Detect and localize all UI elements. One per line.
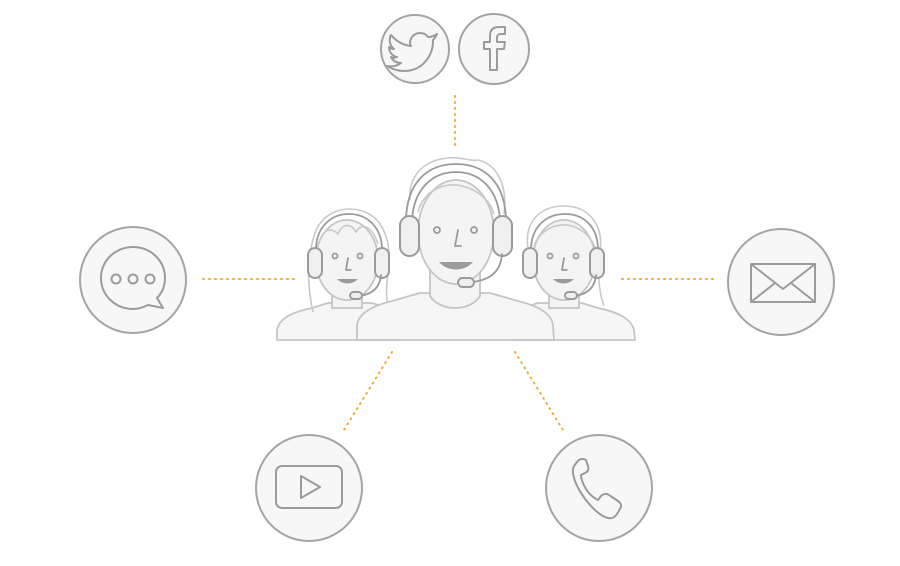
agent-center-mic-arm: [471, 253, 503, 283]
chat-bubble-icon: [100, 246, 166, 310]
twitter-icon: [386, 32, 438, 72]
connector-bottom-right: [514, 351, 564, 431]
agent-left-bangs: [317, 224, 379, 247]
email-ring: [727, 228, 835, 336]
agent-center-body: [356, 292, 555, 341]
support-team-icon: [276, 156, 636, 341]
agent-left-earcup-left: [307, 247, 323, 279]
agent-right-earcup-left: [522, 247, 538, 279]
chat-ring: [79, 226, 187, 334]
agent-center-mic: [457, 277, 475, 288]
chat-channel[interactable]: [79, 226, 187, 334]
agent-left-headband: [315, 213, 383, 251]
twitter-channel[interactable]: [380, 14, 450, 84]
agent-center-earcup-right: [492, 215, 513, 257]
connector-bottom-left: [343, 351, 393, 431]
facebook-ring: [458, 13, 530, 85]
agent-center: [356, 156, 555, 341]
agent-right-bangs: [533, 224, 597, 251]
agent-right-mic-arm: [574, 274, 597, 297]
agent-center-earcup-left: [399, 215, 420, 257]
agent-right-headband: [530, 213, 599, 251]
phone-icon: [571, 457, 623, 520]
agent-left-mic-arm: [359, 274, 382, 297]
agent-right-earcup-right: [589, 247, 605, 279]
video-channel[interactable]: [255, 434, 363, 542]
phone-channel[interactable]: [545, 434, 653, 542]
agent-left-mic: [349, 291, 363, 300]
agent-center-headband-outer: [405, 163, 507, 223]
video-ring: [255, 434, 363, 542]
email-channel[interactable]: [727, 228, 835, 336]
phone-ring: [545, 434, 653, 542]
agent-right-mic: [564, 291, 578, 300]
envelope-icon: [750, 263, 816, 303]
agent-left-earcup-right: [374, 247, 390, 279]
agent-center-hair: [409, 156, 506, 215]
connectors: [202, 95, 715, 431]
facebook-channel[interactable]: [458, 13, 530, 85]
twitter-ring: [380, 14, 450, 84]
agent-center-headband: [411, 171, 501, 225]
facebook-icon: [483, 26, 506, 71]
video-play-icon: [275, 465, 343, 509]
agent-center-fringe: [417, 184, 495, 215]
